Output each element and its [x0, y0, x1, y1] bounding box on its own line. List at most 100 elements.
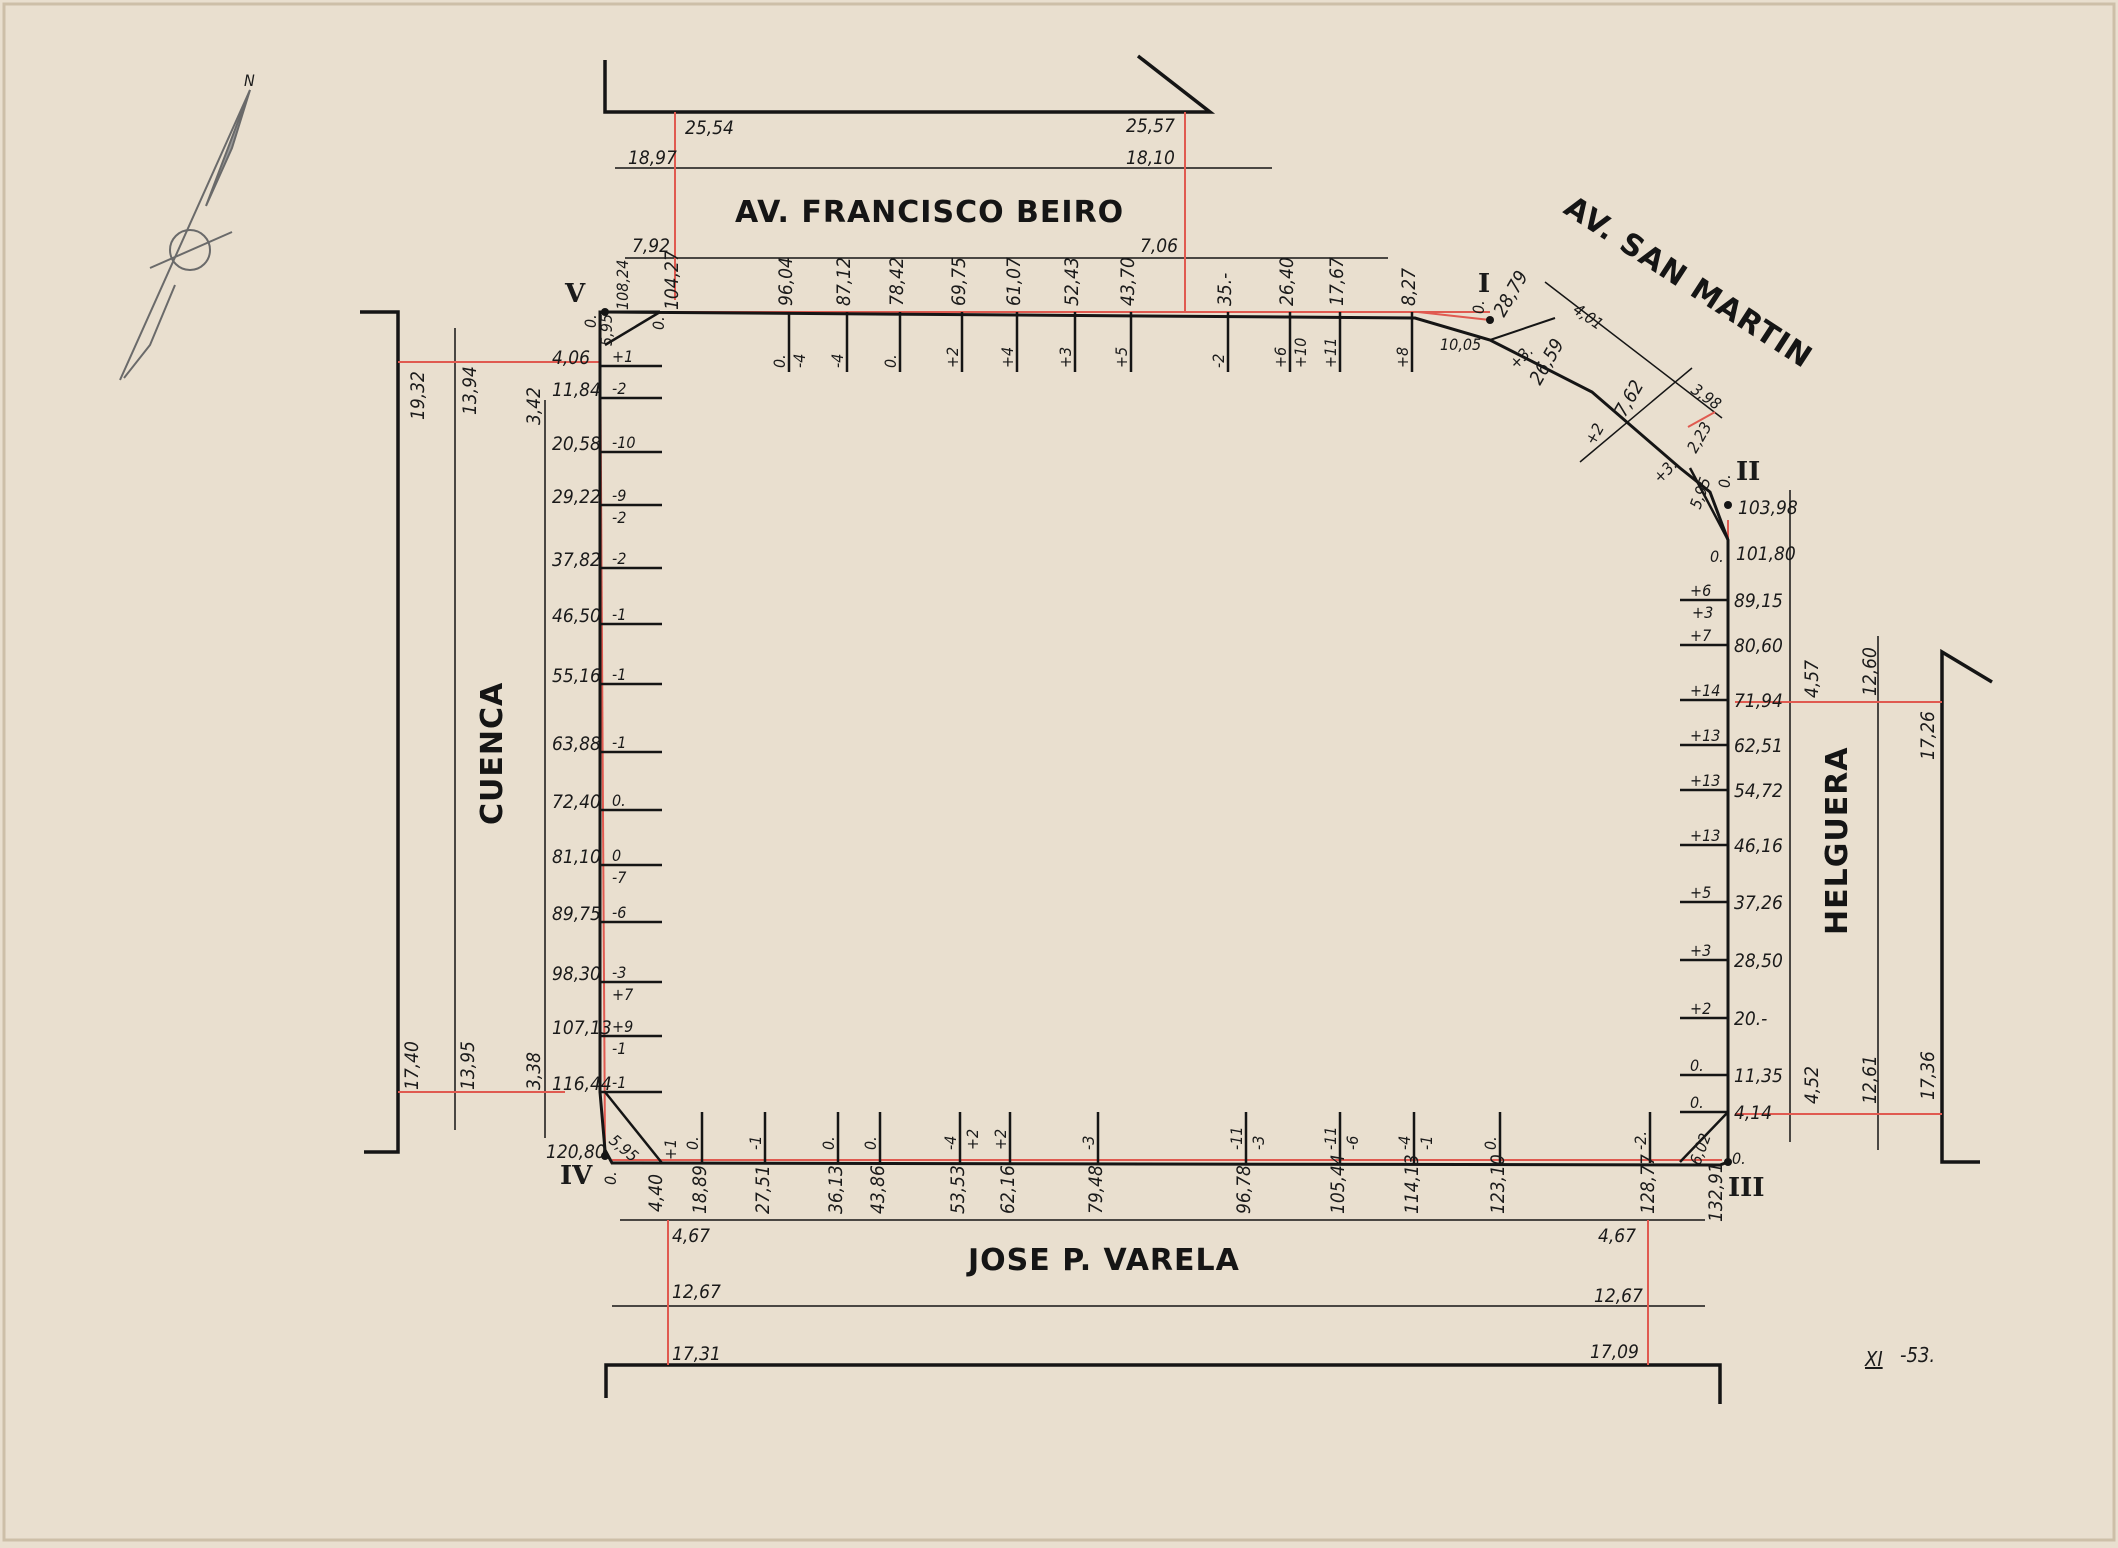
south-station-level: +2: [991, 1129, 1010, 1150]
north-station-level: +4: [998, 347, 1017, 368]
south-2-right: 12,67: [1594, 1285, 1643, 1307]
north-station-level-alt: +10: [1291, 338, 1310, 368]
east-station-level: +14: [1690, 681, 1720, 700]
east-station-level: +13: [1690, 771, 1720, 790]
west-station-level: +9: [612, 1017, 633, 1036]
east-station-distance: 54,72: [1734, 780, 1783, 802]
west-station-distance: 81,10: [552, 846, 601, 868]
date-roman-numeral: XI: [1864, 1347, 1883, 1371]
vertex-dot: [1724, 501, 1732, 509]
north-station-distance: 8,27: [1398, 268, 1420, 306]
north-station-distance: 35.-: [1214, 273, 1236, 306]
south-station-distance: 18,89: [689, 1165, 711, 1214]
west-station-distance: 11,84: [552, 379, 601, 401]
south-station-distance: 114,13: [1401, 1154, 1423, 1214]
east-top-1: 4,57: [1801, 660, 1823, 698]
east-station-distance: 46,16: [1734, 835, 1783, 857]
east-station-level: +13: [1690, 726, 1720, 745]
north-station-distance: 87,12: [833, 257, 855, 306]
south-station-distance: 27,51: [752, 1165, 774, 1214]
south-end: 132,91: [1705, 1162, 1727, 1222]
north-zero: 0.: [649, 316, 668, 330]
south-station-level-alt: -1: [1417, 1136, 1436, 1150]
south-station-level: -1: [746, 1136, 765, 1150]
south-station-distance: 128,77: [1637, 1154, 1659, 1214]
west-station-level: -3: [612, 963, 626, 982]
east-bot-3: 17,36: [1917, 1051, 1939, 1100]
south-station-level-alt: -6: [1343, 1136, 1362, 1150]
south-1-right: 4,67: [1598, 1225, 1636, 1247]
south-3-right: 17,09: [1590, 1341, 1639, 1363]
south-station-level: -3: [1079, 1136, 1098, 1150]
north-corner-v5: 108,24: [613, 260, 632, 310]
west-station-distance: 29,22: [552, 486, 601, 508]
south-station-level-alt: -3: [1249, 1136, 1268, 1150]
north-station-level: 0.: [770, 354, 789, 368]
west-station-level-alt: -2: [612, 508, 626, 527]
west-station-level: 0.: [612, 791, 626, 810]
south-zero: 0.: [601, 1171, 620, 1185]
west-bot-2: 13,95: [457, 1041, 479, 1090]
west-station-level: -1: [612, 1073, 626, 1092]
east-street-far-line: [1940, 648, 1993, 1164]
vertex-label-v3: III: [1728, 1173, 1765, 1203]
east-station-distance: 80,60: [1734, 635, 1783, 657]
west-station-distance: 116,44: [552, 1073, 612, 1095]
north-v1-zero: 0.: [1469, 300, 1488, 314]
south-station-distance: 96,78: [1233, 1165, 1255, 1214]
east-start: 101,80: [1736, 543, 1796, 565]
date-year: -53.: [1900, 1343, 1935, 1367]
west-station-distance: 89,75: [552, 903, 601, 925]
north-far-right: 25,57: [1126, 115, 1175, 137]
north-station-distance: 52,43: [1061, 257, 1083, 306]
south-station-distance: 53,53: [947, 1165, 969, 1214]
west-station-distance: 55,16: [552, 665, 601, 687]
south-station-level: 0.: [1481, 1136, 1500, 1150]
south-station-distance: 105,44: [1327, 1154, 1349, 1214]
east-station-level: +6: [1690, 581, 1711, 600]
south-station-distance: 43,86: [867, 1165, 889, 1214]
east-station-level: 0.: [1690, 1093, 1704, 1112]
north-station-distance: 17,67: [1326, 257, 1348, 306]
east-corner-zero: 0.: [1715, 474, 1734, 488]
street-name-north: AV. FRANCISCO BEIRO: [735, 195, 1124, 230]
south-station-distance: 123,10: [1487, 1154, 1509, 1214]
north-station-level: +3: [1056, 347, 1075, 368]
station-marks: 96,040.-487,12-478,420.69,75+261,07+452,…: [552, 257, 1783, 1214]
east-station-distance: 71,94: [1734, 690, 1783, 712]
north-station-distance: 61,07: [1003, 257, 1025, 306]
south-station-level: -4: [1395, 1136, 1414, 1150]
street-name-east: HELGUERA: [1820, 746, 1855, 935]
west-station-level-alt: +7: [612, 985, 634, 1004]
north-start: 104,27: [661, 250, 683, 310]
compass-icon: [119, 89, 251, 381]
west-bot-1: 3,38: [523, 1052, 545, 1090]
north-chamfer: 5,95: [597, 314, 616, 346]
south-station-level: 0.: [861, 1136, 880, 1150]
south-station-level: -2.: [1631, 1131, 1650, 1150]
west-station-distance: 46,50: [552, 605, 601, 627]
east-station-distance: 28,50: [1734, 950, 1783, 972]
south-street-far-line: [604, 1363, 1722, 1404]
south-station-distance: 79,48: [1085, 1165, 1107, 1214]
west-top-1: 3,42: [523, 387, 545, 425]
west-station-level: -1: [612, 665, 626, 684]
east-station-level: +7: [1690, 626, 1712, 645]
south-station-level-alt: +2: [963, 1129, 982, 1150]
street-name-west: CUENCA: [475, 682, 510, 825]
west-street-far-line: [360, 310, 400, 1154]
south-end-zero: 0.: [1732, 1149, 1746, 1168]
vertex-dot: [1724, 1158, 1732, 1166]
east-corner: 103,98: [1738, 497, 1798, 519]
north-station-level: +11: [1321, 338, 1340, 368]
east-zero: 0.: [1710, 547, 1724, 566]
east-top-2: 12,60: [1859, 647, 1881, 696]
north-station-distance: 26,40: [1276, 257, 1298, 306]
west-station-level: -6: [612, 903, 626, 922]
west-station-level: -1: [612, 733, 626, 752]
vertex-label-v2: II: [1736, 457, 1760, 487]
south-station-distance: 62,16: [997, 1165, 1019, 1214]
compass-north-label: N: [244, 71, 255, 90]
